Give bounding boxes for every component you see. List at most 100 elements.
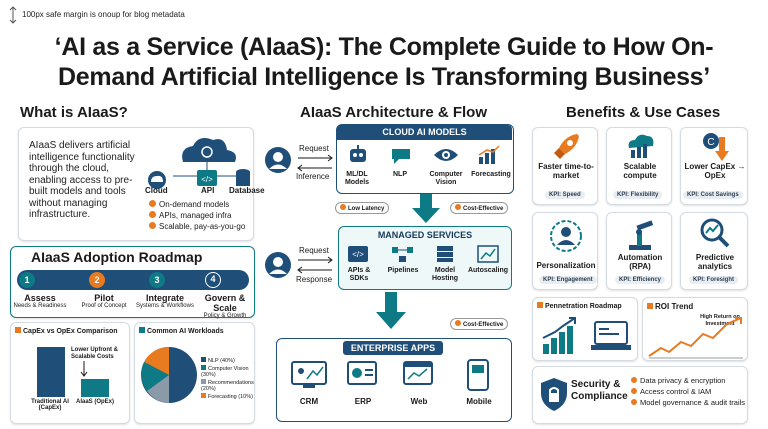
api-label: API	[201, 186, 215, 195]
legend-swatch	[201, 392, 206, 398]
capex-title: CapEx vs OpEx Comparison	[15, 327, 118, 335]
cloud-item-ml: ML/DL Models	[344, 171, 370, 186]
step-1-badge: 1	[19, 272, 35, 288]
roi-title: ROI Trend	[647, 302, 693, 311]
cost-effective-badge: Cost-Effective	[450, 202, 509, 214]
pipeline-icon	[391, 245, 415, 268]
architecture-heading: AIaaS Architecture & Flow	[300, 104, 487, 121]
benefit-card-efficiency: Automation (RPA) KPI: Efficiency	[606, 212, 672, 290]
benefit-card-flexibility: Scalable compute KPI: Flexibility	[606, 127, 672, 205]
benefit-card-cost: C Lower CapEx → OpEx KPI: Cost Savings	[680, 127, 748, 205]
coin-down-icon: C	[701, 131, 731, 168]
svg-text:</>: </>	[201, 175, 213, 184]
cloud-network-icon: </>	[143, 132, 251, 199]
opex-bar	[81, 379, 109, 397]
user-icon	[264, 251, 292, 284]
down-arrow-icon	[79, 361, 89, 382]
cloud-models-box: CLOUD AI MODELS ML/DL Models NLP Compute…	[336, 124, 514, 194]
orange-dot-icon	[537, 302, 543, 308]
managed-item-hosting: Model Hosting	[431, 267, 459, 282]
kpi-efficiency: KPI: Efficiency	[615, 276, 666, 284]
benefit-title-efficiency: Automation (RPA)	[617, 253, 663, 271]
low-latency-badge: Low Latency	[335, 202, 390, 214]
managed-item-api: APIs & SDKs	[347, 267, 371, 282]
request-label-2: Request	[299, 246, 329, 255]
workloads-title: Common AI Workloads	[139, 327, 224, 335]
step-4-badge: 4	[205, 272, 221, 288]
roi-line	[648, 317, 743, 359]
page-title: ‘AI as a Service (AIaaS): The Complete G…	[0, 32, 768, 92]
legend-swatch	[201, 378, 206, 384]
benefit-title-cost: Lower CapEx → OpEx	[684, 162, 746, 180]
growth-bars-icon	[542, 317, 576, 354]
step-4-sub: Policy & Growth	[203, 313, 247, 319]
step-3-title: Integrate	[145, 293, 184, 303]
workloads-legend: NLP (40%) Computer Vision (30%) Recommen…	[201, 357, 254, 400]
kpi-foresight: KPI: Foresight	[689, 276, 739, 284]
crm-icon	[291, 361, 327, 394]
database-label: Database	[229, 186, 265, 195]
svg-text:</>: </>	[352, 250, 364, 259]
check-icon	[149, 200, 156, 207]
step-2: Pilot Proof of Concept	[75, 293, 133, 309]
what-body: AIaaS delivers artificial intelligence f…	[29, 140, 135, 220]
roi-note: High Return on Investment	[700, 314, 740, 327]
autoscale-icon	[477, 245, 499, 268]
check-icon	[631, 377, 637, 383]
what-bullet-2: APIs, managed infra	[159, 211, 232, 220]
cloud-label: Cloud	[145, 186, 168, 195]
security-card: Security & Compliance Data privacy & enc…	[532, 366, 748, 424]
step-4-title: Govern & Scale	[204, 293, 246, 313]
check-icon	[631, 388, 637, 394]
kpi-cost: KPI: Cost Savings	[683, 191, 743, 199]
server-icon	[435, 245, 455, 268]
step-2-badge: 2	[89, 272, 105, 288]
managed-services-box: MANAGED SERVICES </> APIs & SDKs Pipelin…	[338, 226, 512, 290]
security-title: Security & Compliance	[571, 379, 628, 402]
benefit-title-engagement: Personalization	[536, 261, 596, 270]
kpi-engagement: KPI: Engagement	[539, 276, 597, 284]
benefit-card-foresight: Predictive analytics KPI: Foresight	[680, 212, 748, 290]
cloud-models-title: CLOUD AI MODELS	[337, 125, 512, 140]
robot-icon	[347, 145, 369, 170]
api-icon: </>	[347, 245, 369, 268]
cloud-item-forecasting: Forecasting	[471, 171, 511, 178]
benefit-title-foresight: Predictive analytics	[695, 253, 735, 271]
robot-arm-icon	[625, 217, 657, 256]
benefits-heading: Benefits & Use Cases	[566, 104, 721, 121]
check-icon	[149, 211, 156, 218]
capex-annotation: Lower Upfront & Scalable Costs	[71, 347, 118, 360]
benefit-title-flexibility: Scalable compute	[623, 162, 657, 180]
dollar-icon	[455, 204, 461, 210]
roadmap-card: AIaaS Adoption Roadmap 1 2 3 4 Assess Ne…	[10, 246, 255, 319]
step-3-sub: Systems & Workflows	[136, 303, 194, 309]
cloud-scale-icon	[625, 132, 655, 167]
enterprise-title: ENTERPRISE APPS	[343, 341, 443, 355]
orange-dot-icon	[15, 327, 21, 333]
app-crm: CRM	[299, 397, 319, 406]
check-icon	[149, 222, 156, 229]
mobile-icon	[467, 359, 489, 396]
step-1-sub: Needs & Readiness	[13, 303, 67, 309]
request-label-1: Request	[299, 144, 329, 153]
step-2-title: Pilot	[94, 293, 114, 303]
app-mobile: Mobile	[466, 397, 492, 406]
benefit-card-engagement: Personalization KPI: Engagement	[532, 212, 598, 290]
benefit-title-speed: Faster time-to-market	[538, 162, 594, 180]
penetration-card: Pennetration Roadmap	[532, 297, 638, 361]
flow-arrows-bottom	[297, 256, 333, 274]
what-bullets: On-demand models APIs, managed infra Sca…	[149, 200, 245, 231]
step-3: Integrate Systems & Workflows	[133, 293, 197, 309]
laptop-icon	[591, 321, 631, 350]
workloads-card: Common AI Workloads NLP (40%) Computer V…	[134, 322, 255, 424]
capex-card: CapEx vs OpEx Comparison Lower Upfront &…	[10, 322, 130, 424]
managed-title: MANAGED SERVICES	[377, 230, 473, 240]
shield-lock-icon	[541, 378, 567, 411]
capex-bar-label: Traditional AI (CapEx)	[31, 399, 69, 411]
app-erp: ERP	[354, 397, 372, 406]
inference-label: Inference	[296, 172, 330, 181]
app-web: Web	[410, 397, 428, 406]
what-bullet-3: Scalable, pay-as-you-go	[159, 222, 246, 231]
penetration-title: Pennetration Roadmap	[537, 302, 622, 310]
orange-dot-icon	[647, 303, 653, 309]
